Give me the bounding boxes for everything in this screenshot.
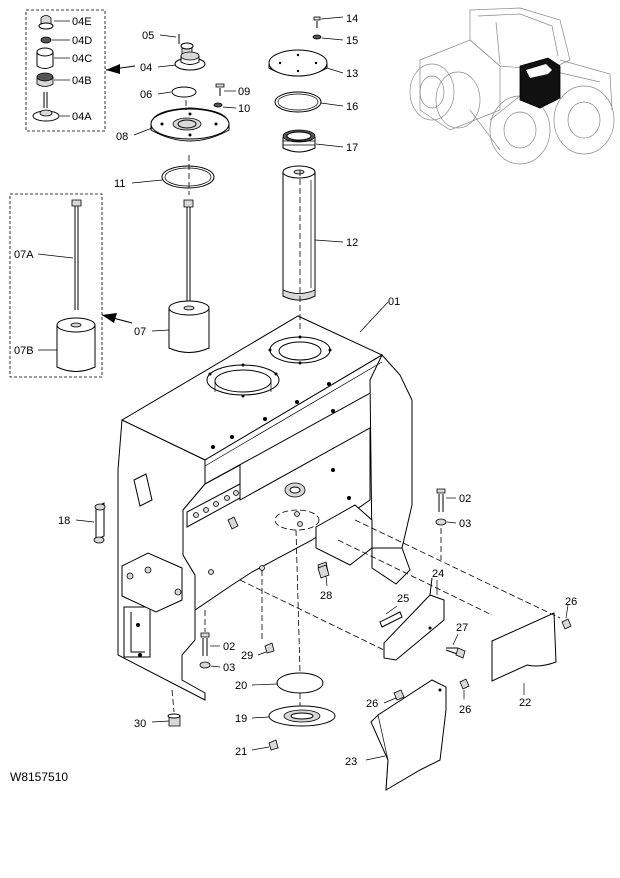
part-18-fitting: 18 bbox=[58, 473, 153, 544]
part-25-pin: 25 bbox=[379, 593, 409, 628]
alignment-lines bbox=[171, 100, 561, 713]
callout-25: 25 bbox=[397, 593, 409, 605]
callout-06: 06 bbox=[140, 89, 152, 101]
part-02-03-bolt-upper: 02 03 bbox=[435, 488, 471, 530]
callout-04D: 04D bbox=[72, 35, 92, 47]
part-14-15-screw: 14 15 bbox=[312, 13, 358, 47]
part-16-ring: 16 bbox=[274, 91, 358, 113]
callout-16: 16 bbox=[346, 101, 358, 113]
part-20-gasket: 20 bbox=[235, 672, 324, 694]
pointer-arrow-04 bbox=[105, 64, 136, 74]
callout-07A: 07A bbox=[14, 249, 34, 261]
callout-26b: 26 bbox=[366, 698, 378, 710]
part-07-strainer: 07 bbox=[134, 199, 210, 353]
callout-23: 23 bbox=[345, 756, 357, 768]
part-12-filter: 12 bbox=[282, 165, 358, 301]
callout-08: 08 bbox=[116, 131, 128, 143]
callout-22: 22 bbox=[519, 697, 531, 709]
callout-03b: 03 bbox=[223, 662, 235, 674]
callout-10: 10 bbox=[238, 103, 250, 115]
subassembly-04-box: 04E 04D 04C 04B 04A bbox=[25, 9, 106, 132]
part-19-flange: 19 bbox=[235, 705, 336, 727]
part-22-plate: 22 bbox=[491, 612, 557, 709]
part-06-oring: 06 bbox=[140, 86, 197, 101]
part-17-spring: 17 bbox=[282, 129, 358, 154]
callout-13: 13 bbox=[346, 68, 358, 80]
callout-02a: 02 bbox=[459, 493, 471, 505]
part-01-tank: 01 bbox=[117, 296, 413, 701]
callout-28: 28 bbox=[320, 590, 332, 602]
callout-04C: 04C bbox=[72, 53, 92, 65]
part-30-drain-plug: 30 bbox=[134, 713, 181, 730]
callout-21: 21 bbox=[235, 746, 247, 758]
callout-07B: 07B bbox=[14, 345, 34, 357]
callout-26a: 26 bbox=[565, 596, 577, 608]
callout-04E: 04E bbox=[72, 16, 92, 28]
callout-17: 17 bbox=[346, 142, 358, 154]
callout-29: 29 bbox=[241, 650, 253, 662]
part-02-03-bolt-lower: 02 03 bbox=[199, 632, 235, 674]
callout-27: 27 bbox=[456, 622, 468, 634]
part-26-screw-a: 26 bbox=[561, 596, 577, 630]
callout-09: 09 bbox=[238, 86, 250, 98]
part-11-gasket: 11 bbox=[114, 165, 215, 190]
part-23-guard: 23 bbox=[345, 679, 447, 791]
callout-04A: 04A bbox=[72, 111, 92, 123]
tractor-location-inset bbox=[409, 7, 615, 165]
figure-code: W8157510 bbox=[10, 770, 68, 784]
part-08-cover: 08 bbox=[116, 107, 230, 143]
callout-04B: 04B bbox=[72, 75, 92, 87]
part-13-cap: 13 bbox=[268, 49, 358, 80]
part-27-bolt: 27 bbox=[445, 622, 468, 659]
callout-18: 18 bbox=[58, 515, 70, 527]
callout-19: 19 bbox=[235, 713, 247, 725]
subassembly-07-box: 07A 07B bbox=[9, 193, 103, 378]
callout-14: 14 bbox=[346, 13, 358, 25]
part-04-breather: 05 04 bbox=[140, 30, 206, 74]
callout-02b: 02 bbox=[223, 641, 235, 653]
callout-04: 04 bbox=[140, 62, 152, 74]
callout-03a: 03 bbox=[459, 518, 471, 530]
callout-11: 11 bbox=[114, 178, 125, 190]
part-28-plug: 28 bbox=[317, 564, 332, 602]
pointer-arrow-07 bbox=[101, 313, 133, 324]
part-26-screw-b: 26 bbox=[366, 689, 405, 710]
callout-07: 07 bbox=[134, 326, 146, 338]
callout-01: 01 bbox=[388, 296, 400, 308]
part-26-screw-c: 26 bbox=[459, 678, 471, 716]
part-29-bolt: 29 bbox=[241, 642, 275, 662]
callout-20: 20 bbox=[235, 680, 247, 692]
callout-24: 24 bbox=[432, 568, 444, 580]
callout-30: 30 bbox=[134, 718, 146, 730]
callout-26c: 26 bbox=[459, 704, 471, 716]
part-24-cover: 24 bbox=[383, 568, 445, 661]
part-09-10-bolt: 09 10 bbox=[213, 83, 250, 115]
callout-12: 12 bbox=[346, 237, 358, 249]
callout-05: 05 bbox=[142, 30, 154, 42]
callout-15: 15 bbox=[346, 35, 358, 47]
part-21-screw: 21 bbox=[235, 739, 279, 758]
